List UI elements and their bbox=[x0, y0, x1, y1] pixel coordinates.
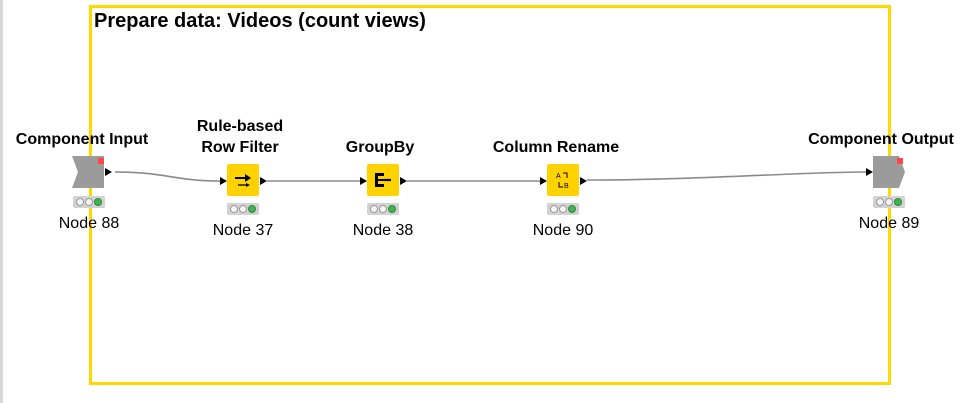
node-89[interactable] bbox=[873, 156, 907, 188]
status-led bbox=[875, 198, 884, 206]
status-led bbox=[84, 198, 93, 206]
node-88-status bbox=[73, 196, 105, 208]
node-37-out-port[interactable] bbox=[260, 177, 267, 185]
node-38-label[interactable]: Node 38 bbox=[352, 222, 414, 239]
component-input-icon bbox=[72, 156, 104, 188]
status-led bbox=[549, 205, 558, 213]
node-37-name-line2[interactable]: Row Filter bbox=[201, 139, 279, 156]
node-37-name-line1[interactable]: Rule-based bbox=[196, 118, 284, 135]
column-rename-icon: A B bbox=[556, 172, 569, 190]
node-38-out-port[interactable] bbox=[400, 177, 407, 185]
workflow-annotation-box[interactable] bbox=[89, 5, 891, 385]
node-88-flag bbox=[98, 158, 104, 164]
node-37-label[interactable]: Node 37 bbox=[212, 222, 274, 239]
node-89-flag bbox=[897, 158, 903, 164]
node-88-name[interactable]: Component Input bbox=[15, 131, 149, 148]
status-led-green bbox=[248, 205, 257, 213]
status-led bbox=[369, 205, 378, 213]
canvas-left-border bbox=[0, 0, 3, 403]
node-90-status bbox=[547, 203, 579, 215]
status-led bbox=[238, 205, 247, 213]
status-led-green bbox=[388, 205, 397, 213]
connection-90-89-arrow bbox=[866, 168, 873, 176]
node-89-status bbox=[873, 196, 905, 208]
connection-88-37-arrow bbox=[220, 177, 227, 185]
status-led bbox=[884, 198, 893, 206]
row-filter-icon bbox=[235, 174, 251, 187]
status-led-green bbox=[94, 198, 103, 206]
node-89-name[interactable]: Component Output bbox=[808, 131, 954, 148]
status-led-green bbox=[568, 205, 577, 213]
status-led bbox=[378, 205, 387, 213]
status-led-green bbox=[894, 198, 903, 206]
node-90-label[interactable]: Node 90 bbox=[532, 222, 594, 239]
status-led bbox=[75, 198, 84, 206]
node-90-name[interactable]: Column Rename bbox=[492, 139, 620, 156]
connection-37-38-arrow bbox=[360, 177, 367, 185]
connection-90-89[interactable] bbox=[586, 171, 867, 181]
node-90[interactable]: A B bbox=[547, 164, 579, 196]
component-output-icon bbox=[873, 156, 905, 188]
node-90-out-port[interactable] bbox=[580, 177, 587, 185]
status-led bbox=[229, 205, 238, 213]
groupby-icon bbox=[375, 173, 391, 187]
status-led bbox=[558, 205, 567, 213]
node-38-name[interactable]: GroupBy bbox=[345, 139, 415, 156]
node-88-label[interactable]: Node 88 bbox=[58, 215, 120, 232]
node-37-status bbox=[227, 203, 259, 215]
node-89-label[interactable]: Node 89 bbox=[858, 215, 920, 232]
node-38-status bbox=[367, 203, 399, 215]
node-88[interactable] bbox=[72, 156, 112, 188]
svg-text:B: B bbox=[564, 183, 569, 190]
node-38[interactable] bbox=[367, 164, 399, 196]
annotation-title: Prepare data: Videos (count views) bbox=[94, 10, 426, 32]
svg-text:A: A bbox=[556, 173, 561, 180]
node-88-out-port[interactable] bbox=[105, 168, 112, 176]
connection-38-90-arrow bbox=[540, 177, 547, 185]
connection-88-37[interactable] bbox=[114, 171, 221, 182]
node-37[interactable] bbox=[227, 164, 259, 196]
